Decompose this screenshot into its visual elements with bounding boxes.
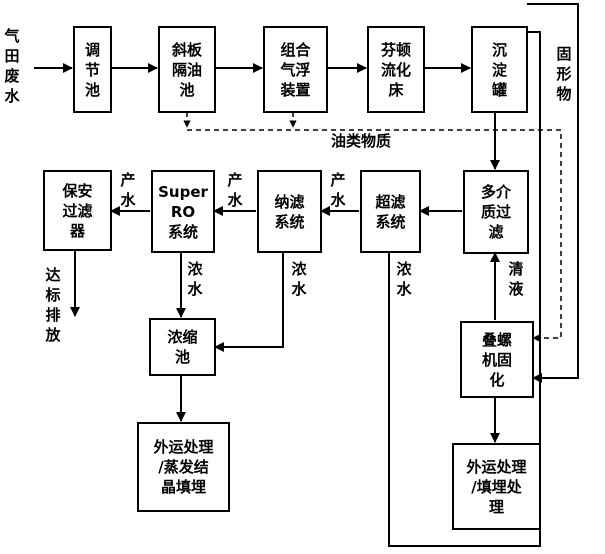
clear-liquid-label: 清 液 [508, 260, 524, 298]
discharge-label: 达 标 排 放 [45, 266, 61, 344]
concentration-pool: 浓缩 池 [149, 318, 216, 376]
settling-tank: 沉 淀 罐 [471, 26, 528, 113]
outsource-evaporation-landfill: 外运处理 /蒸发结 晶填埋 [137, 422, 230, 512]
ultra-product-water-label: 产 水 [330, 171, 346, 209]
oil-label: 油类物质 [331, 132, 392, 150]
screw-press-solidification: 叠螺 机固 化 [460, 321, 534, 398]
outsource-landfill: 外运处理 /填埋处 理 [452, 443, 541, 530]
dash-oil-line-to-screw [187, 129, 562, 342]
multimedia-filter: 多介 质过 滤 [463, 170, 529, 254]
nanofiltration-system: 纳滤 系统 [257, 170, 322, 253]
inclined-plate-separator: 斜板 隔油 池 [158, 26, 216, 113]
ultra-concentrate-label: 浓 水 [396, 260, 412, 298]
super-ro-system: Super RO 系统 [151, 170, 215, 253]
combined-flotation-unit: 组合 气浮 装置 [263, 26, 328, 113]
fenton-fluidized-bed: 芬顿 流化 床 [367, 26, 425, 113]
input-label: 气 田 废 水 [4, 27, 20, 105]
ro-concentrate-label: 浓 水 [187, 260, 203, 298]
adjust-tank: 调 节 池 [73, 26, 112, 113]
solid-label: 固 形 物 [556, 45, 572, 103]
arrow-nano-to-concentrate [214, 252, 284, 352]
ultrafiltration-system: 超滤 系统 [360, 170, 421, 253]
safety-filter: 保安 过滤 器 [43, 170, 112, 251]
nano-concentrate-label: 浓 水 [291, 260, 307, 298]
arrow-settle-solids-to-screw [527, 3, 579, 383]
ro-product-water-label: 产 水 [120, 171, 136, 209]
nano-product-water-label: 产 水 [227, 171, 243, 209]
